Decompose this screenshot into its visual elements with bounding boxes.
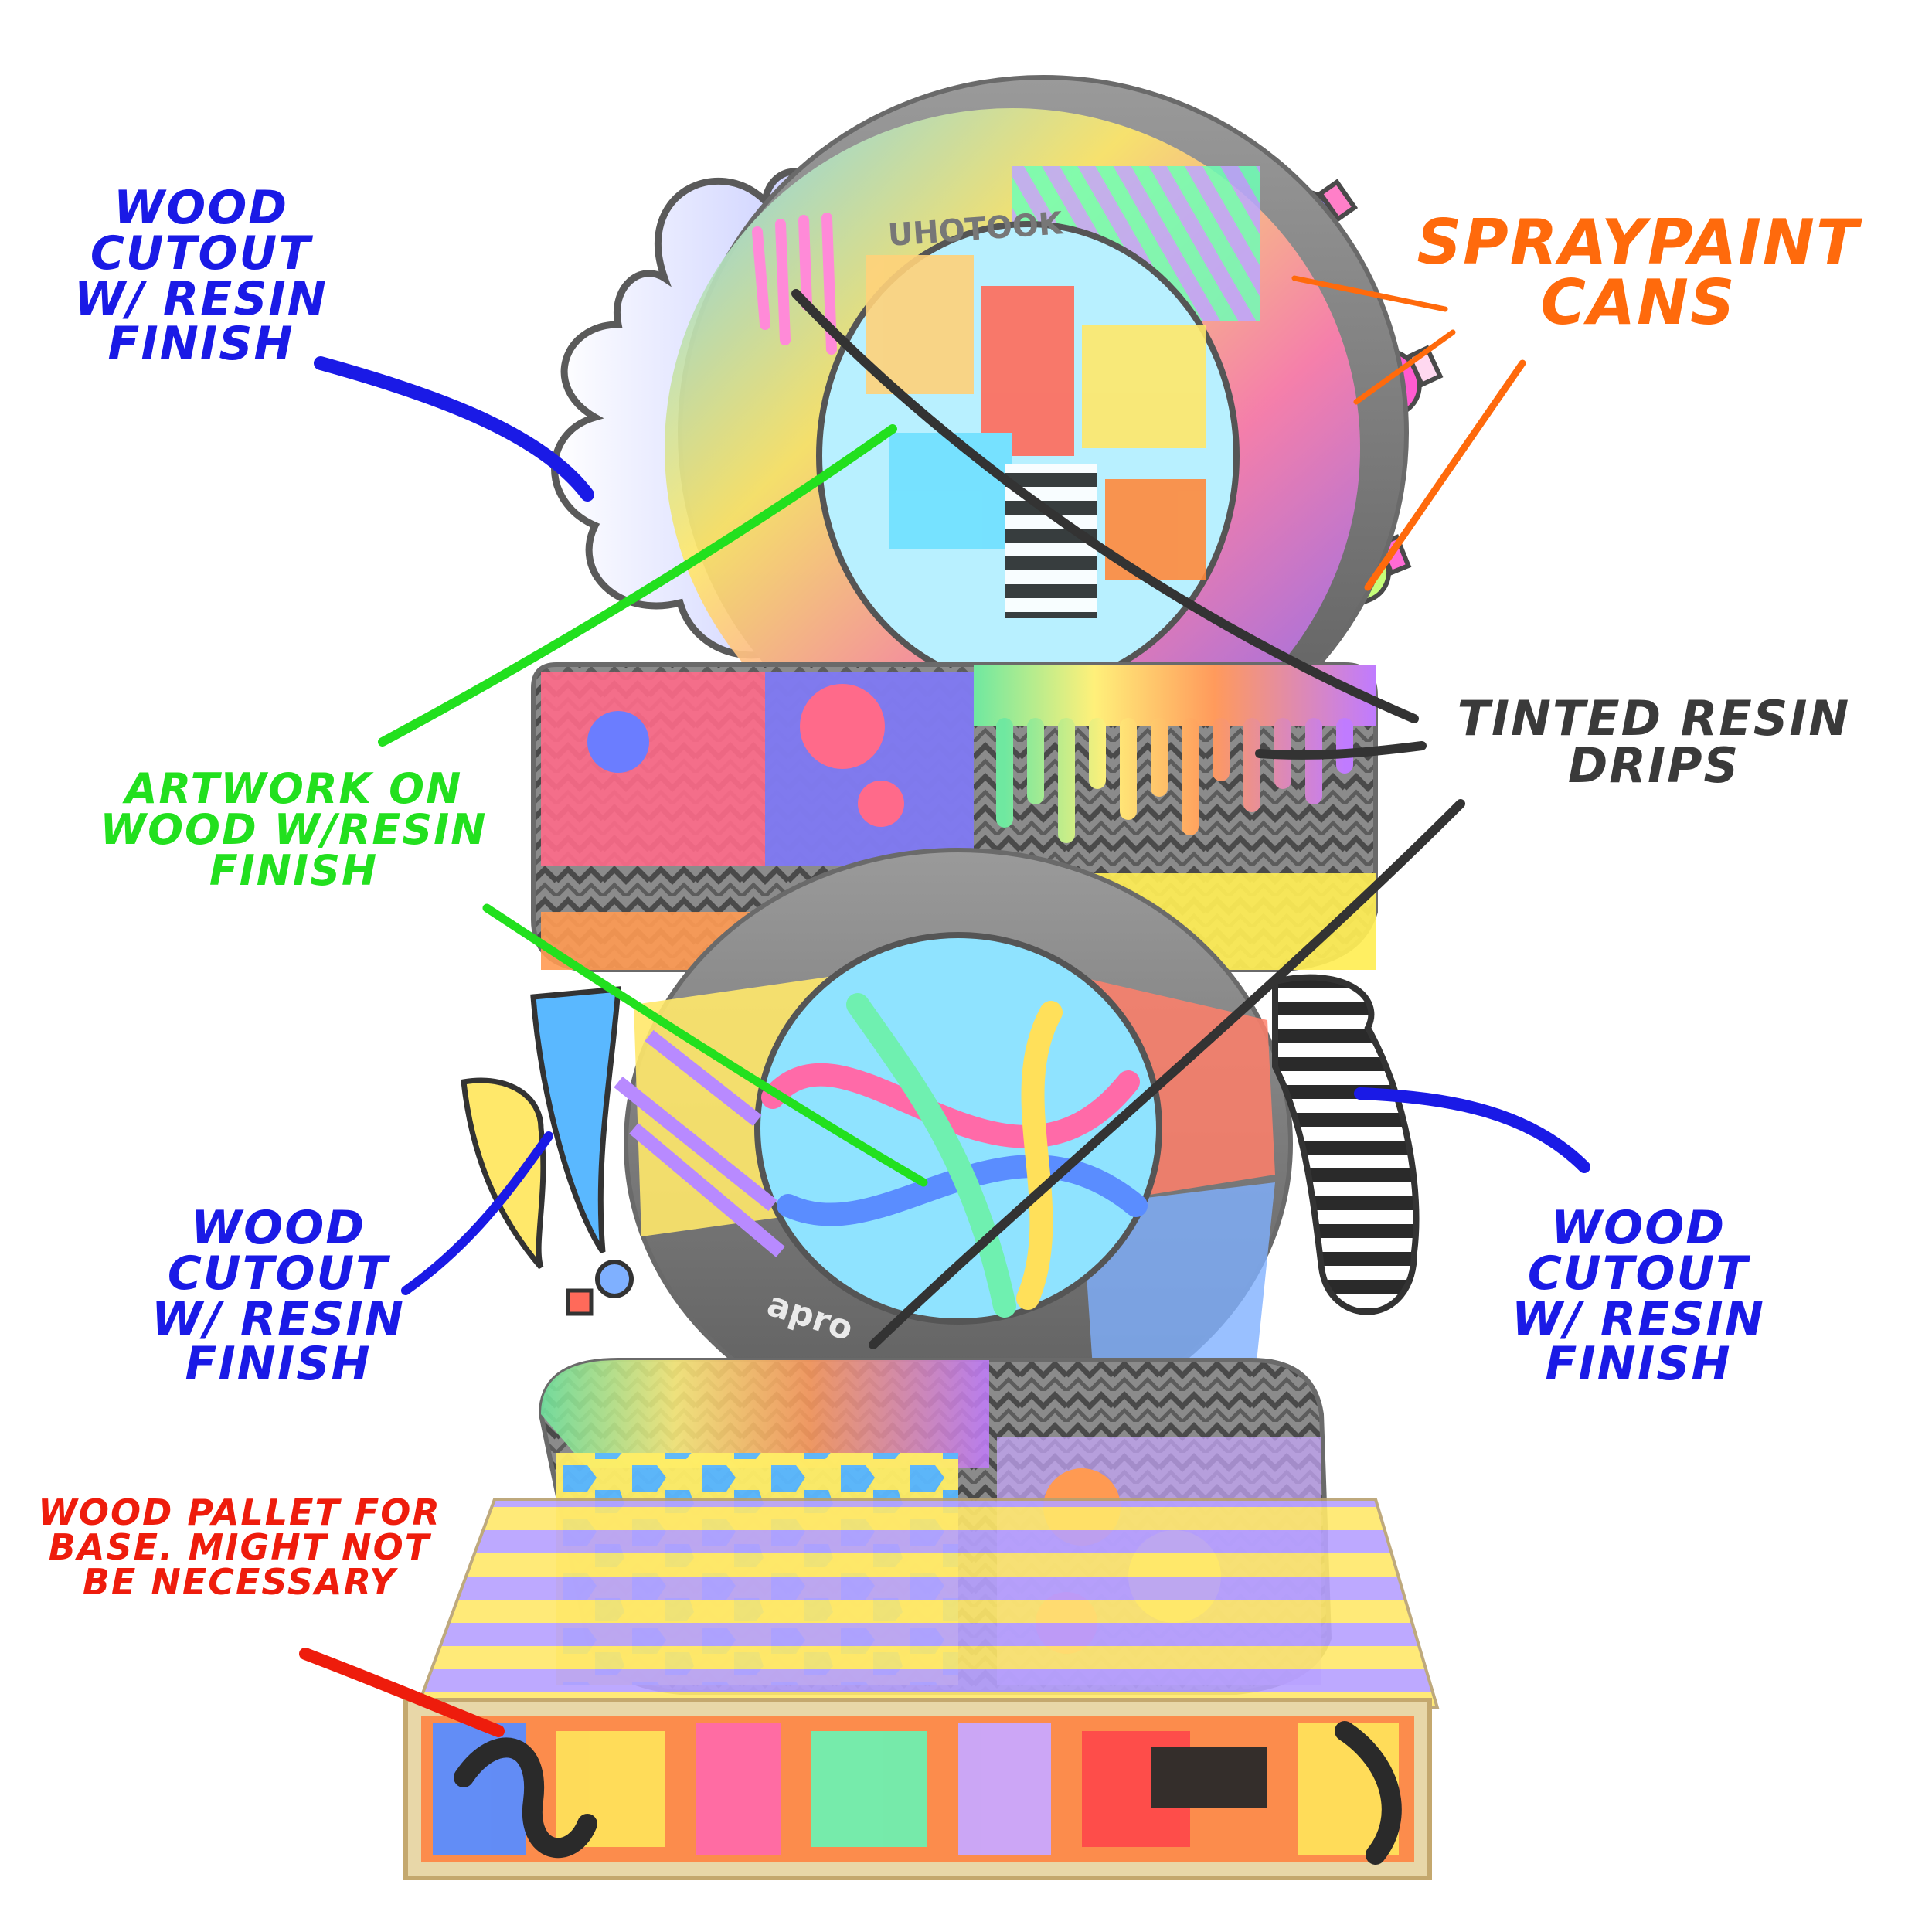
label-line: WOOD (114, 181, 288, 235)
label-line: TINTED RESIN (1457, 690, 1851, 747)
leader-spraypaint-1 (1291, 275, 1448, 312)
leader-spraypaint-3 (1364, 359, 1526, 591)
label-wood-pallet: WOOD PALLET FOR BASE. MIGHT NOT BE NECES… (0, 1495, 479, 1600)
leader-spraypaint-2 (1353, 329, 1456, 405)
label-line: CUTOUT (1527, 1246, 1750, 1301)
label-wood-cutout-top-left: WOOD CUTOUT W/ RESIN FINISH (54, 185, 348, 367)
leader-artwork-2 (482, 903, 928, 1187)
label-line: WOOD W/RESIN (100, 804, 488, 854)
lower-tire: apro (614, 848, 1293, 1440)
label-line: BE NECESSARY (82, 1561, 397, 1604)
label-line: CANS (1540, 267, 1736, 339)
label-artwork-on-wood: ARTWORK ON WOOD W/RESIN FINISH (93, 764, 495, 895)
label-line: WOOD PALLET FOR (38, 1492, 441, 1533)
leader-pallet (299, 1648, 505, 1737)
label-line: FINISH (1545, 1337, 1732, 1392)
leader-resin-3 (869, 799, 1465, 1349)
label-line: FINISH (209, 845, 379, 895)
leader-resin-1 (791, 289, 1419, 723)
striped-sock-cutout (1272, 974, 1420, 1315)
wood-pallet (403, 1498, 1440, 1880)
label-tinted-resin-drips: TINTED RESIN DRIPS (1422, 690, 1886, 794)
label-wood-cutout-bottom-left: WOOD CUTOUT W/ RESIN FINISH (131, 1201, 425, 1392)
label-line: BASE. MIGHT NOT (48, 1526, 431, 1569)
label-line: W/ RESIN (151, 1291, 405, 1346)
label-line: DRIPS (1567, 736, 1740, 794)
label-line: WOOD (1551, 1201, 1726, 1255)
leader-cutout-top-left (314, 356, 594, 502)
label-line: ARTWORK ON (124, 764, 463, 813)
leader-lines (299, 275, 1590, 1737)
leader-resin-2 (1255, 741, 1427, 760)
label-line: WOOD (191, 1201, 366, 1255)
leader-artwork-1 (378, 424, 897, 747)
leader-cutout-bottom-right (1354, 1087, 1590, 1173)
label-line: FINISH (107, 317, 294, 372)
leader-cutout-bottom-left (401, 1131, 553, 1295)
label-line: W/ RESIN (74, 271, 328, 326)
label-wood-cutout-bottom-right: WOOD CUTOUT W/ RESIN FINISH (1492, 1201, 1785, 1392)
label-line: CUTOUT (167, 1246, 389, 1301)
label-line: CUTOUT (90, 226, 312, 281)
label-spraypaint-cans: SPRAYPAINT CANS (1391, 206, 1886, 339)
label-line: SPRAYPAINT (1417, 206, 1860, 278)
label-line: FINISH (185, 1337, 372, 1392)
label-line: W/ RESIN (1512, 1291, 1765, 1346)
horn-cutouts (461, 986, 634, 1316)
